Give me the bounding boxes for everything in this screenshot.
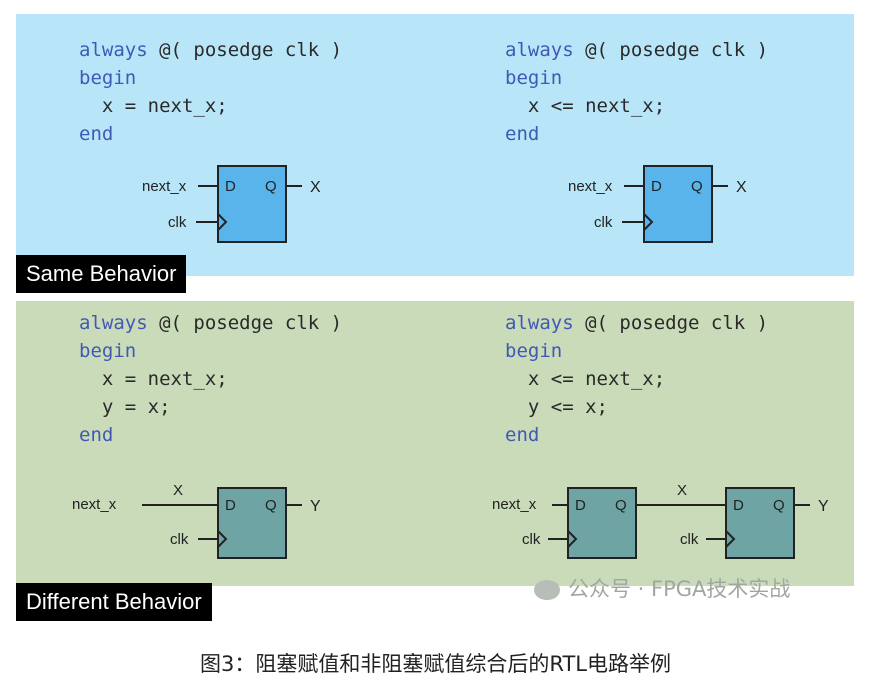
d-pin: D xyxy=(651,178,662,195)
kw-always: always xyxy=(79,312,148,334)
different-behavior-label: Different Behavior xyxy=(16,583,212,621)
q-pin: Q xyxy=(691,178,703,195)
code-line-4: y = x; xyxy=(79,396,171,418)
clk-label: clk xyxy=(168,214,187,231)
wechat-icon xyxy=(534,580,560,600)
kw-always: always xyxy=(505,39,574,61)
output-label: Y xyxy=(310,498,321,515)
code-line-3: x <= next_x; xyxy=(505,368,666,390)
ff-diagram-bottom-left: next_x X clk D Q Y xyxy=(72,482,321,559)
clock-edge-icon xyxy=(643,213,654,231)
watermark-text: 公众号 · FPGA技术实战 xyxy=(568,577,791,601)
q-pin: Q xyxy=(265,497,277,514)
code-line-1: @( posedge clk ) xyxy=(147,312,343,334)
ff-diagram-top-left: next_x clk D Q X xyxy=(142,165,321,243)
input-label: next_x xyxy=(568,178,613,195)
clock-edge-icon xyxy=(217,530,228,548)
clk-label-1: clk xyxy=(522,531,541,548)
clk-label: clk xyxy=(594,214,613,231)
kw-begin: begin xyxy=(79,340,137,362)
kw-end: end xyxy=(79,123,114,145)
kw-always: always xyxy=(505,312,574,334)
input-label: next_x xyxy=(142,178,187,195)
kw-always: always xyxy=(79,39,148,61)
q-pin: Q xyxy=(773,497,785,514)
code-line-3: x <= next_x; xyxy=(505,95,666,117)
same-behavior-panel xyxy=(16,14,854,276)
d-pin: D xyxy=(733,497,744,514)
q-pin: Q xyxy=(615,497,627,514)
code-blocking-top: always @( posedge clk ) begin x = next_x… xyxy=(79,36,342,148)
output-label: X xyxy=(736,179,747,196)
code-nonblocking-bottom: always @( posedge clk ) begin x <= next_… xyxy=(505,309,768,449)
kw-end: end xyxy=(79,424,114,446)
code-line-3: x = next_x; xyxy=(79,368,228,390)
figure-caption: 图3：阻塞赋值和非阻塞赋值综合后的RTL电路举例 xyxy=(200,652,671,676)
kw-begin: begin xyxy=(505,340,563,362)
clock-edge-icon xyxy=(217,213,228,231)
code-line-1: @( posedge clk ) xyxy=(147,39,343,61)
code-line-1: @( posedge clk ) xyxy=(573,39,769,61)
input-label: next_x xyxy=(72,496,117,513)
wire-label: X xyxy=(173,482,183,499)
kw-begin: begin xyxy=(79,67,137,89)
wire-label: X xyxy=(677,482,687,499)
d-pin: D xyxy=(225,178,236,195)
clk-label: clk xyxy=(170,531,189,548)
flip-flop xyxy=(217,487,287,559)
kw-end: end xyxy=(505,424,540,446)
output-label: Y xyxy=(818,498,829,515)
code-nonblocking-top: always @( posedge clk ) begin x <= next_… xyxy=(505,36,768,148)
code-line-3: x = next_x; xyxy=(79,95,228,117)
d-pin: D xyxy=(225,497,236,514)
code-line-1: @( posedge clk ) xyxy=(573,312,769,334)
output-label: X xyxy=(310,179,321,196)
q-pin: Q xyxy=(265,178,277,195)
flip-flop-2 xyxy=(725,487,795,559)
ff-diagram-top-right: next_x clk D Q X xyxy=(568,165,747,243)
d-pin: D xyxy=(575,497,586,514)
watermark: 公众号 · FPGA技术实战 xyxy=(534,573,790,603)
kw-begin: begin xyxy=(505,67,563,89)
flip-flop xyxy=(643,165,713,243)
same-behavior-label: Same Behavior xyxy=(16,255,187,293)
clk-label-2: clk xyxy=(680,531,699,548)
input-label: next_x xyxy=(492,496,537,513)
code-blocking-bottom: always @( posedge clk ) begin x = next_x… xyxy=(79,309,342,449)
flip-flop-1 xyxy=(567,487,637,559)
clock-edge-icon xyxy=(725,530,736,548)
ff-diagram-bottom-right: next_x clk D Q X clk D Q Y xyxy=(492,482,829,559)
code-line-4: y <= x; xyxy=(505,396,608,418)
flip-flop xyxy=(217,165,287,243)
clock-edge-icon xyxy=(567,530,578,548)
kw-end: end xyxy=(505,123,540,145)
